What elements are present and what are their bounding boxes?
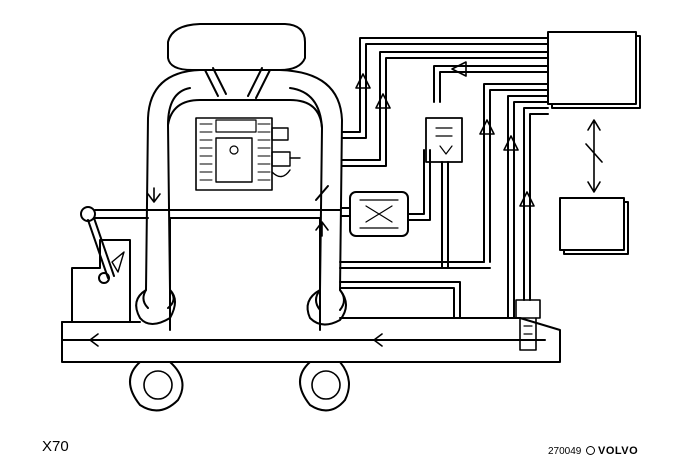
- valve-pipe-down: [441, 161, 449, 269]
- block-fins-left: [199, 123, 213, 181]
- rail-bulb-right: [299, 361, 350, 412]
- control-unit-top-shadow: [551, 35, 641, 109]
- control-unit-bottom: [559, 197, 625, 251]
- flow-arrow-down-left: [147, 187, 161, 203]
- top-inner-arch: [167, 99, 323, 129]
- image-number: 270049: [548, 446, 582, 457]
- control-unit-bottom-shadow: [563, 201, 629, 255]
- throttle-link-end: [98, 272, 110, 284]
- block-fins-right: [257, 123, 271, 181]
- long-line-2: [339, 281, 461, 319]
- right-lower-bulb: [306, 289, 347, 326]
- pipe-3: [433, 65, 549, 103]
- vacuum-controller-detail: [359, 199, 399, 229]
- rail-bulb-left-inner: [143, 370, 173, 400]
- left-intake-loop-outer: [142, 69, 201, 309]
- piston: [215, 137, 253, 183]
- throttle-left: [204, 67, 227, 97]
- solenoid-valve-detail: [435, 127, 453, 155]
- crossbar: [147, 209, 341, 219]
- flow-arrow-left-2: [373, 333, 395, 347]
- lambda-sensor-tip: [519, 317, 537, 351]
- arrow-up-pipe6: [519, 191, 535, 207]
- sensor-lower-plug: [271, 157, 301, 178]
- pipe-5: [507, 95, 549, 267]
- lambda-sensor: [515, 299, 541, 319]
- throttle-lever-bar: [94, 209, 149, 219]
- right-intake-loop-outer: [279, 69, 345, 311]
- left-intake-loop-inner: [167, 87, 191, 309]
- pipe-1: [341, 37, 549, 133]
- valve-box-top: [215, 119, 257, 133]
- throttle-spring: [111, 251, 125, 273]
- solenoid-valve: [425, 117, 463, 163]
- link-arrow: [585, 119, 603, 193]
- pipe-2-b: [341, 57, 549, 167]
- rail-bulb-right-inner: [311, 370, 341, 400]
- figure-code: X70: [42, 438, 69, 455]
- vacuum-controller-link: [341, 207, 351, 217]
- sensor-upper: [271, 127, 289, 141]
- loop-sensor: [315, 185, 329, 201]
- arrow-up-pipe1: [355, 73, 371, 89]
- control-unit-top: [547, 31, 637, 105]
- throttle-right: [247, 67, 271, 99]
- throttle-linkage: [87, 217, 115, 279]
- lambda-sensor-detail: [523, 325, 533, 335]
- pipe-1-b: [341, 43, 549, 139]
- arrow-up-pipe5: [503, 135, 519, 151]
- long-line-3: [507, 265, 515, 319]
- left-lower-bulb: [135, 289, 176, 325]
- pipe-6: [523, 107, 549, 301]
- arrow-up-pipe2: [375, 93, 391, 109]
- arrow-left-pipe3: [451, 61, 467, 77]
- bottom-rail: [61, 317, 561, 363]
- piston-pin: [229, 145, 239, 155]
- sensor-lower: [271, 151, 291, 167]
- pipe-4: [483, 83, 549, 263]
- flow-arrow-up-right: [315, 221, 329, 237]
- flow-arrow-left-1: [89, 333, 111, 347]
- long-line-1: [339, 261, 491, 269]
- rail-bulb-left: [129, 361, 184, 412]
- volvo-logo-icon: [586, 446, 595, 455]
- brand-name: VOLVO: [598, 445, 639, 457]
- air-filter-housing: [167, 23, 306, 71]
- vacuum-controller-pipe: [407, 149, 431, 221]
- arrow-up-pipe4: [479, 119, 495, 135]
- pipe-2: [341, 51, 549, 161]
- throttle-pivot: [80, 206, 96, 222]
